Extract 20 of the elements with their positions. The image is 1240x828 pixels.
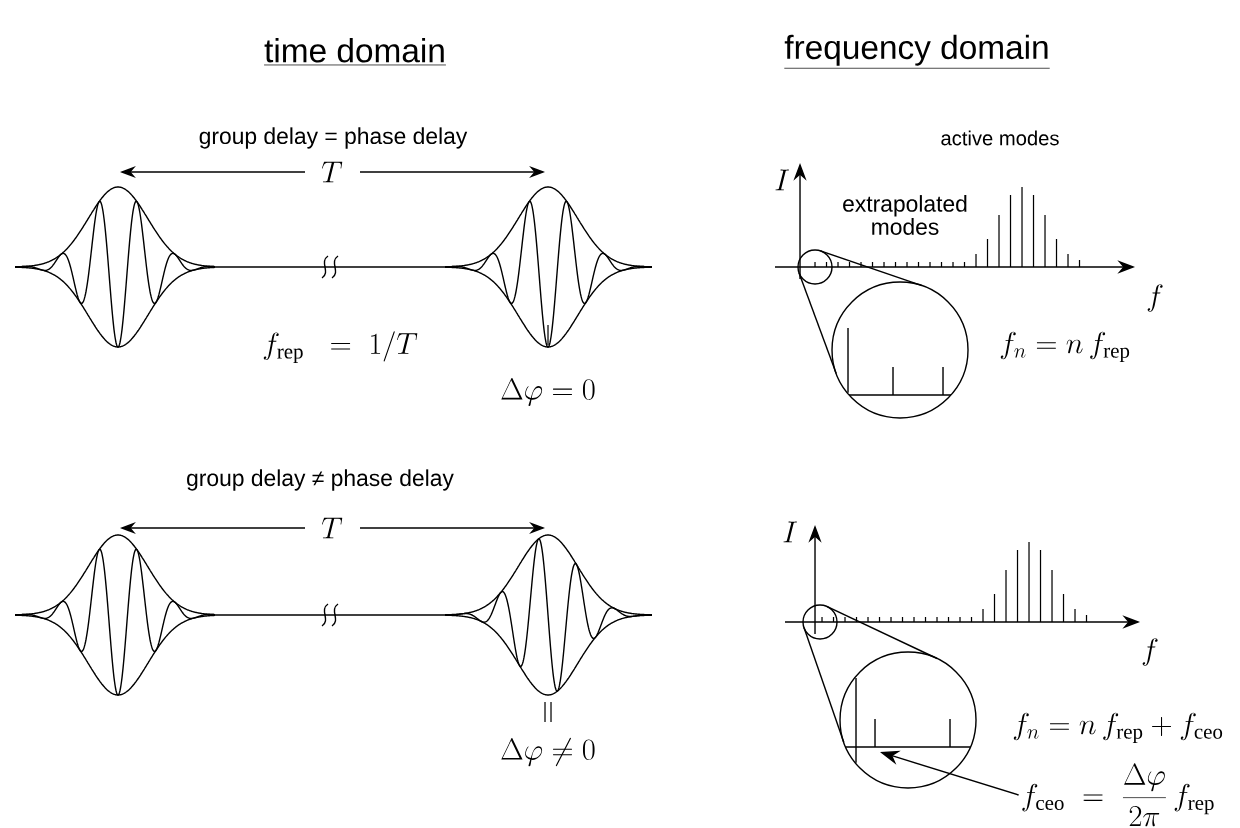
period-label: $T$ bbox=[321, 161, 343, 183]
caption-text: active modes bbox=[941, 130, 1059, 146]
formula: $f_{\mathrm{rep}} \;\;=\; 1/T$ bbox=[263, 331, 418, 363]
formula: $f_n = n\, f_{\mathrm{rep}} + f_{\mathrm{ceo}}$ bbox=[1013, 712, 1223, 744]
axis-label: $f$ bbox=[1142, 638, 1158, 666]
formula: $\Delta\varphi \neq 0$ bbox=[501, 737, 595, 767]
axis-label: $I$ bbox=[783, 521, 797, 543]
formula: $f_n = n\, f_{\mathrm{rep}}$ bbox=[1000, 331, 1130, 363]
caption-text: group delay ≠ phase delay bbox=[187, 469, 454, 491]
caption-text: group delay = phase delay bbox=[199, 127, 468, 149]
heading: frequency domain bbox=[783, 34, 1051, 69]
formula: $f_{\mathrm{ceo}} \;=\; \frac{\Delta\varphi}{2\pi}\, f_{\mathrm{rep}}$ bbox=[1022, 763, 1214, 827]
period-label: $T$ bbox=[321, 517, 343, 539]
heading: time domain bbox=[263, 37, 447, 66]
magnifier-circle bbox=[839, 651, 977, 789]
axis-label: $f$ bbox=[1147, 284, 1163, 312]
magnifier-circle bbox=[831, 281, 969, 419]
caption-text: extrapolated modes bbox=[843, 195, 967, 235]
axis-label: $I$ bbox=[775, 169, 789, 191]
formula: $\Delta\varphi = 0$ bbox=[501, 377, 595, 406]
